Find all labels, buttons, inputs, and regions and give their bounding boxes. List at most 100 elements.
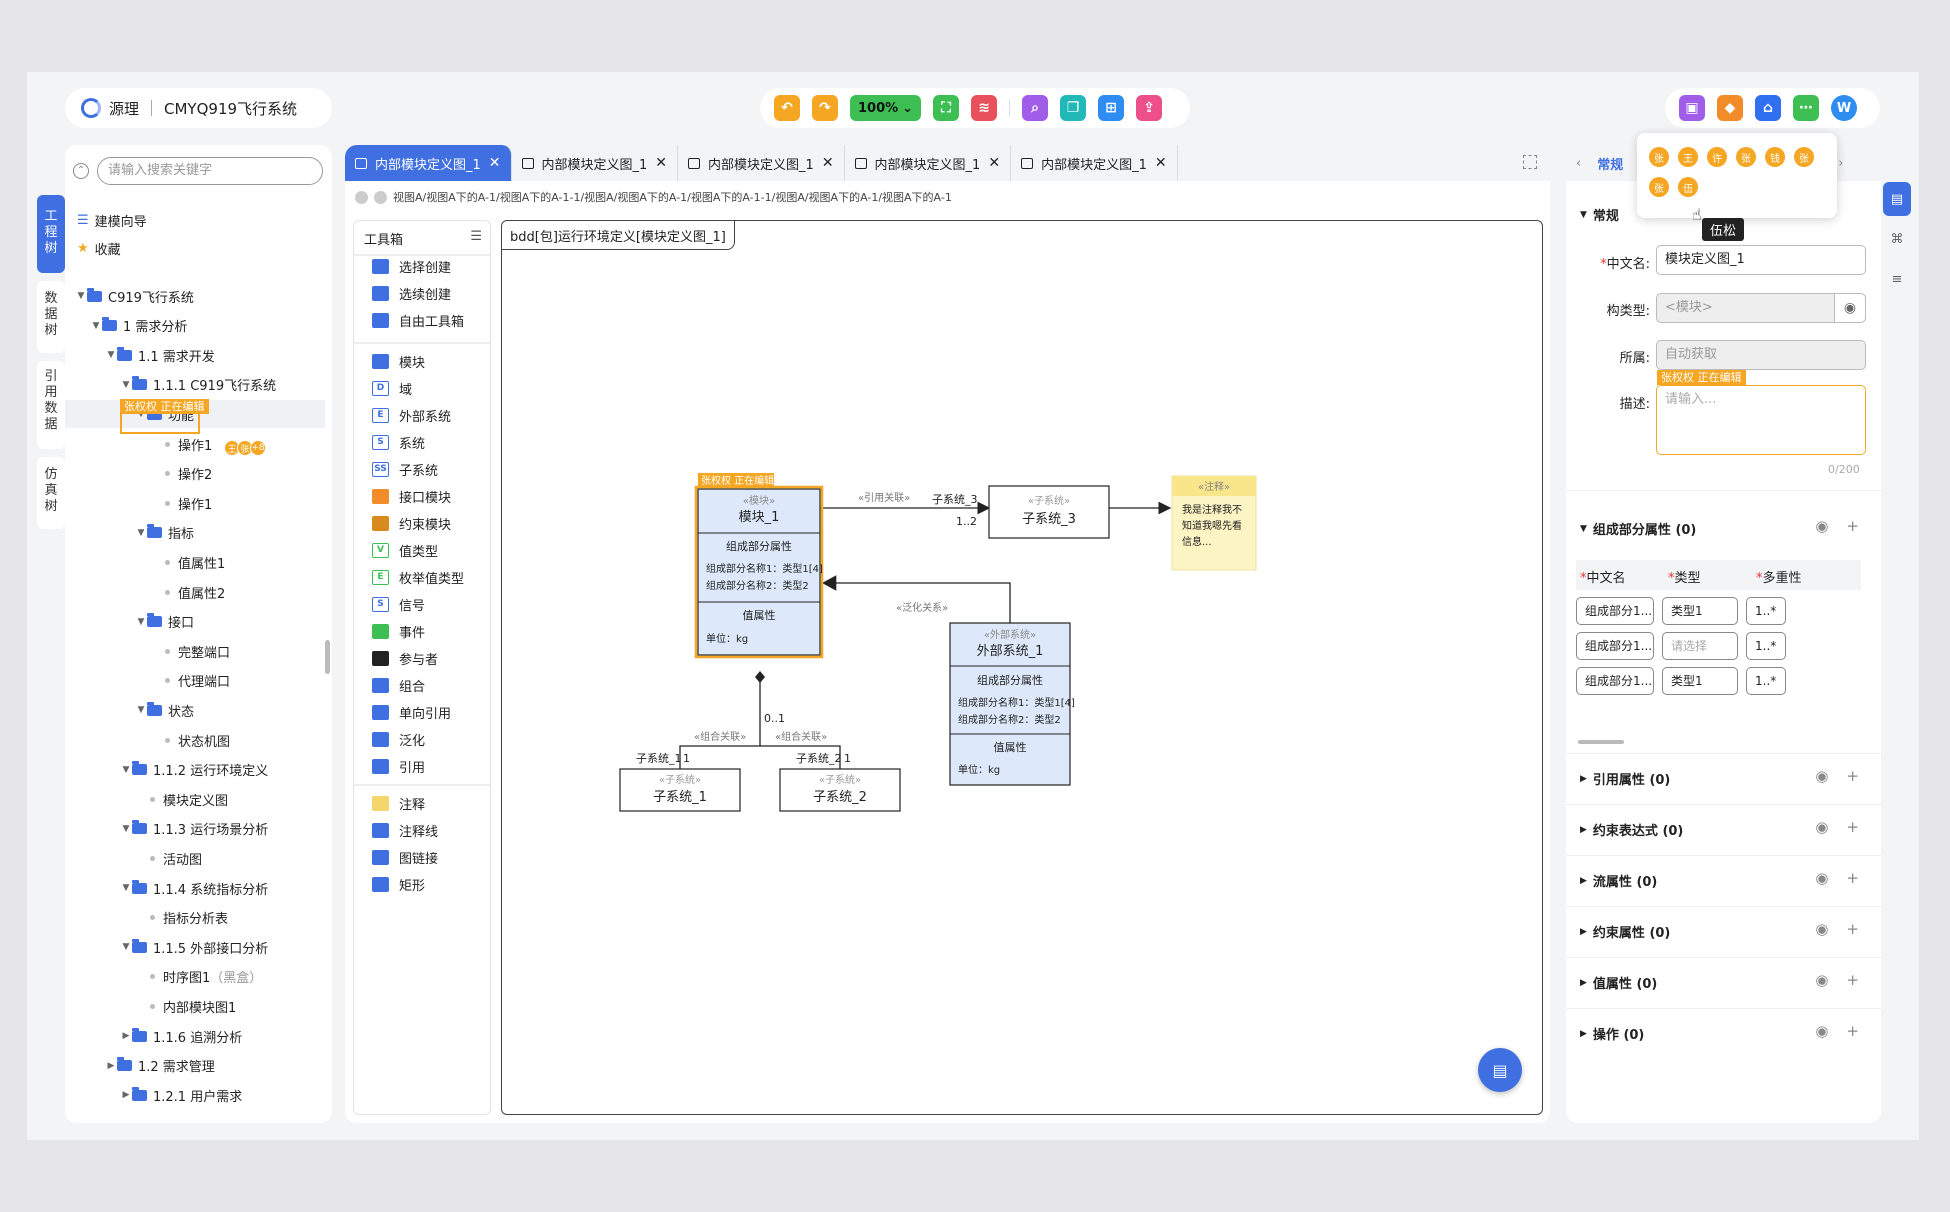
eye-icon[interactable]: ◉ (1815, 517, 1829, 535)
structure-icon[interactable]: ⊞ (1098, 95, 1125, 121)
section-header[interactable]: ▶值属性 (0) (1580, 973, 1657, 992)
tree-item-wizard[interactable]: ☰建模向导 (65, 206, 325, 234)
tab-general[interactable]: 常规 (1597, 157, 1624, 173)
tool-item[interactable]: 自由工具箱 (372, 308, 464, 332)
tab-diagram-5[interactable]: 内部模块定义图_1✕ (1011, 145, 1178, 181)
tree-item[interactable]: 操作1 (65, 489, 325, 517)
block-module-1[interactable]: 张权权 正在编辑 «模块» 模块_1 组成部分属性 组成部分名称1：类型1[4]… (694, 473, 824, 659)
caret-icon[interactable]: ▶ (122, 1031, 130, 1041)
parts-cell-input[interactable]: 1..* (1746, 632, 1786, 660)
composition-line-2[interactable] (760, 745, 841, 769)
note-element[interactable]: «注释» 我是注释我不 知道我嗯先看 信息... (1171, 475, 1257, 571)
collaborator-avatar[interactable]: 张 (1794, 147, 1814, 167)
copy-icon[interactable]: ❐ (1060, 95, 1087, 121)
tree-item[interactable]: ▼1.1.3 运行场景分析 (65, 815, 325, 843)
project-name[interactable]: CMYQ919飞行系统 (164, 99, 298, 118)
tool-item[interactable]: 选择创建 (372, 254, 451, 278)
tool-item[interactable]: 参与者 (372, 646, 438, 670)
user-avatar[interactable]: W (1831, 95, 1857, 121)
caret-icon[interactable]: ▼ (92, 320, 100, 331)
owner-input[interactable]: 自动获取 (1656, 340, 1866, 370)
caret-icon[interactable]: ▼ (122, 823, 130, 834)
caret-icon[interactable]: ▼ (122, 883, 130, 893)
tree-item[interactable]: ▼1.1.1 C919飞行系统 (65, 371, 325, 399)
tool-item[interactable]: 选续创建 (372, 281, 451, 305)
tab-diagram-2[interactable]: 内部模块定义图_1✕ (512, 145, 679, 181)
cn-name-input[interactable]: 模块定义图_1 (1656, 245, 1866, 275)
diagram-canvas[interactable]: bdd[包]运行环境定义[模块定义图_1] «引用关联» 子系统_3 1..2 … (501, 220, 1543, 1115)
zoom-control[interactable]: 100%⌄ (850, 95, 922, 121)
tree-item[interactable]: ▼C919飞行系统 (65, 282, 325, 310)
parts-cell-input[interactable]: 类型1 (1662, 597, 1738, 625)
stereotype-input[interactable]: <模块> (1656, 293, 1866, 323)
tree-item[interactable]: 内部模块图1 (65, 992, 325, 1020)
tab-diagram-4[interactable]: 内部模块定义图_1✕ (845, 145, 1012, 181)
tab-data-tree[interactable]: 数据树 (37, 281, 65, 353)
tab-reference-data[interactable]: 引用数据 (37, 361, 65, 449)
tree-item[interactable]: ▼接口 (65, 608, 325, 636)
image-icon[interactable]: ▣ (1679, 95, 1705, 121)
tree-item[interactable]: 代理端口 (65, 667, 325, 695)
forward-icon[interactable] (374, 190, 387, 204)
block-external-system-1[interactable]: «外部系统» 外部系统_1 组成部分属性 组成部分名称1：类型1[4] 组成部分… (949, 622, 1075, 786)
fit-screen-icon[interactable]: ⛶ (933, 95, 960, 121)
caret-icon[interactable]: ▶ (122, 1090, 130, 1101)
tab-diagram-1[interactable]: 内部模块定义图_1✕ (345, 145, 512, 181)
add-icon[interactable]: + (1846, 1022, 1859, 1040)
tool-item[interactable]: 泛化 (372, 727, 425, 751)
home-icon[interactable]: ⌂ (1755, 95, 1781, 121)
section-parts-header[interactable]: ▼组成部分属性 (0) (1580, 519, 1696, 538)
tag-icon[interactable]: ◆ (1717, 95, 1743, 121)
tree-item[interactable]: 活动图 (65, 844, 325, 872)
section-general-header[interactable]: ▼常规 (1580, 205, 1619, 224)
diagram-info-button[interactable]: ▤ (1478, 1048, 1522, 1092)
parts-cell-input[interactable]: 类型1 (1662, 667, 1738, 695)
link-icon[interactable]: ⌘ (1890, 231, 1904, 247)
section-header[interactable]: ▶约束属性 (0) (1580, 922, 1670, 941)
tool-item[interactable]: 事件 (372, 619, 425, 643)
tree-item[interactable]: ▼1.1.2 运行环境定义 (65, 756, 325, 784)
tool-item[interactable]: 引用 (372, 754, 425, 778)
caret-icon[interactable]: ▼ (77, 291, 85, 301)
tree-item[interactable]: 完整端口 (65, 637, 325, 665)
section-header[interactable]: ▶流属性 (0) (1580, 871, 1657, 890)
eye-icon[interactable]: ◉ (1815, 818, 1829, 836)
collaborator-avatar[interactable]: 张 (1736, 147, 1756, 167)
tool-item[interactable]: 注释 (372, 791, 425, 815)
parts-cell-input[interactable]: 组成部分1... (1576, 667, 1654, 695)
caret-icon[interactable]: ▼ (107, 350, 115, 361)
tree-item[interactable]: 值属性1 (65, 548, 325, 576)
tab-diagram-3[interactable]: 内部模块定义图_1✕ (678, 145, 845, 181)
caret-icon[interactable]: ▼ (137, 409, 145, 420)
caret-icon[interactable]: ▼ (122, 764, 130, 775)
caret-icon[interactable]: ▼ (122, 942, 130, 953)
section-header[interactable]: ▶操作 (0) (1580, 1024, 1644, 1043)
more-icon[interactable]: ⋯ (1793, 95, 1819, 121)
tree-item[interactable]: ▼1.1.5 外部接口分析 (65, 933, 325, 961)
add-icon[interactable]: + (1846, 920, 1859, 938)
desc-textarea[interactable]: 请输入... (1656, 385, 1866, 455)
tool-item[interactable]: 矩形 (372, 872, 425, 896)
add-icon[interactable]: + (1846, 818, 1859, 836)
composition-line-1[interactable] (679, 677, 761, 769)
tab-simulation-tree[interactable]: 仿真树 (37, 457, 65, 529)
tree-item[interactable]: ▶1.2.1 用户需求 (65, 1081, 325, 1109)
eye-icon[interactable]: ◉ (1815, 1022, 1829, 1040)
tab-project-tree[interactable]: 工程树 (37, 195, 65, 273)
close-icon[interactable]: ✕ (1154, 155, 1167, 171)
tree-item[interactable]: 操作2 (65, 460, 325, 488)
collaborator-avatar[interactable]: 张 (1649, 177, 1669, 197)
back-icon[interactable] (355, 190, 368, 204)
parts-cell-input[interactable]: 请选择 (1662, 632, 1738, 660)
parts-cell-input[interactable]: 1..* (1746, 667, 1786, 695)
parts-cell-input[interactable]: 组成部分1... (1576, 597, 1654, 625)
eye-icon[interactable]: ◉ (1815, 767, 1829, 785)
collaborator-avatar[interactable]: 许 (1707, 147, 1727, 167)
fullscreen-icon[interactable] (1523, 155, 1537, 169)
